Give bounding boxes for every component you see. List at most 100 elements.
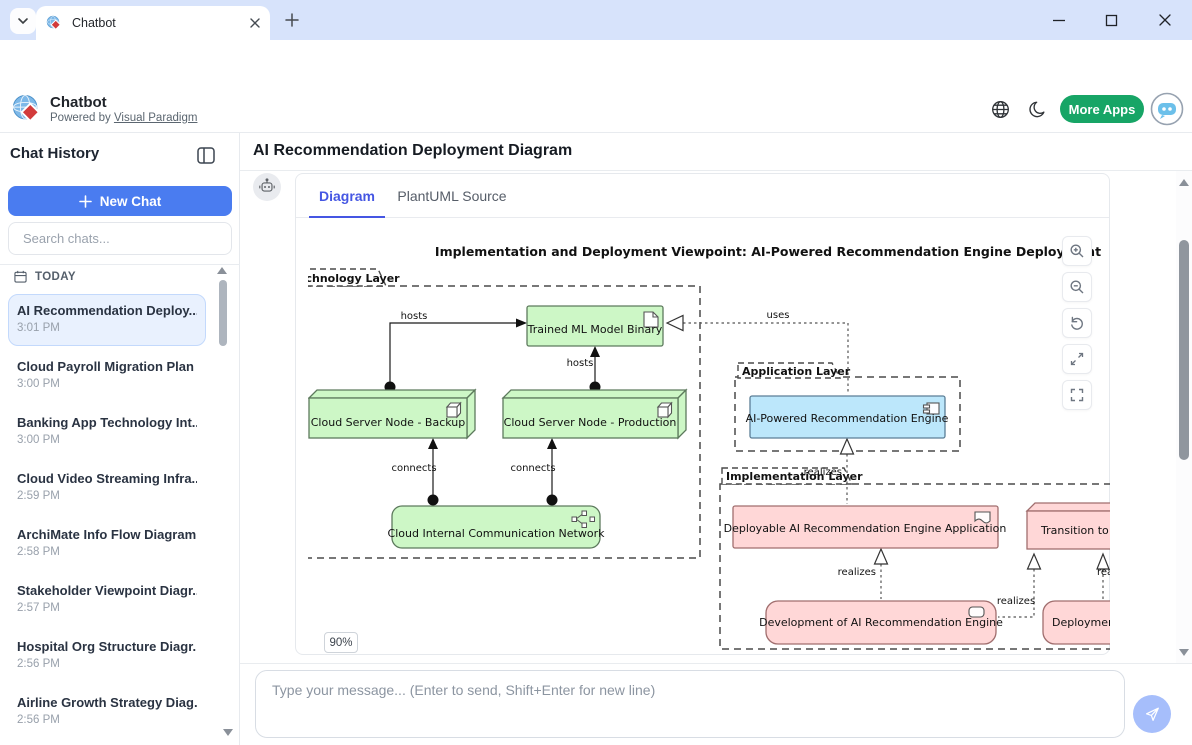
chat-item-title: Banking App Technology Int...	[17, 415, 197, 430]
zoom-out-button[interactable]	[1062, 272, 1092, 302]
chat-item-time: 3:00 PM	[17, 378, 60, 390]
search-chats-box	[8, 222, 232, 255]
node-network[interactable]: Cloud Internal Communication Network	[388, 505, 606, 549]
main-scrollbar[interactable]	[1176, 171, 1192, 663]
diagram-controls	[1062, 236, 1092, 416]
node-label: Cloud Internal Communication Network	[388, 527, 606, 540]
dark-mode-moon-icon[interactable]	[1029, 100, 1047, 118]
chat-item-title: Cloud Video Streaming Infra...	[17, 471, 197, 486]
node-deployable-application[interactable]: Deployable AI Recommendation Engine Appl…	[724, 505, 1007, 549]
new-chat-button[interactable]: New Chat	[8, 186, 232, 216]
chat-item[interactable]: Airline Growth Strategy Diag... 2:56 PM	[8, 686, 206, 738]
visual-paradigm-favicon	[46, 15, 62, 31]
message-input[interactable]	[256, 671, 1124, 737]
send-plane-icon	[1145, 707, 1159, 721]
node-label: Deployable AI Recommendation Engine Appl…	[724, 522, 1007, 535]
today-section: TODAY	[14, 270, 76, 283]
node-server-production[interactable]: Cloud Server Node - Production	[501, 388, 688, 440]
diagram-viewport[interactable]: Implementation and Deployment Viewpoint:…	[308, 218, 1111, 655]
fit-view-button[interactable]	[1062, 344, 1092, 374]
expand-arrows-icon	[1070, 352, 1084, 366]
scroll-down-arrow[interactable]	[1179, 649, 1189, 656]
network-icon	[571, 510, 595, 528]
diagram-tabbar: Diagram PlantUML Source	[296, 174, 1109, 218]
zoom-out-icon	[1070, 280, 1084, 294]
edge-labels: hosts hosts connects connects uses reali…	[391, 310, 1110, 607]
tab-search-button[interactable]	[10, 8, 36, 34]
tab-close-icon[interactable]	[250, 18, 260, 28]
node-recommendation-engine[interactable]: AI-Powered Recommendation Engine	[746, 395, 949, 439]
chat-item-title: Hospital Org Structure Diagr...	[17, 639, 197, 654]
application-layer-label: Application Layer	[742, 365, 851, 378]
browser-tab[interactable]: Chatbot	[36, 6, 270, 40]
edge-label-uses: uses	[767, 310, 790, 321]
sidebar-scrollbar-thumb[interactable]	[219, 280, 227, 346]
diagram-message-card: Diagram PlantUML Source Implementation a…	[295, 173, 1110, 655]
node-transition[interactable]: Transition to A	[1025, 502, 1110, 550]
node-development[interactable]: Development of AI Recommendation Engine	[759, 600, 1003, 645]
implementation-layer-label: Implementation Layer	[726, 470, 863, 483]
new-chat-label: New Chat	[99, 193, 162, 209]
sidebar-scroll-down[interactable]	[223, 729, 233, 736]
chat-item[interactable]: Hospital Org Structure Diagr... 2:56 PM	[8, 630, 206, 682]
node-deployment[interactable]: Deployment	[1042, 600, 1110, 645]
new-tab-button[interactable]	[282, 10, 302, 30]
browser-toolbar: ai-toolbox.visual-paradigm.com/app/chatb…	[0, 40, 1192, 120]
node-label: Trained ML Model Binary	[527, 323, 663, 336]
visual-paradigm-logo	[12, 94, 41, 123]
collapse-panel-icon[interactable]	[197, 147, 215, 164]
chat-item[interactable]: Cloud Payroll Migration Plan 3:00 PM	[8, 350, 206, 402]
chat-item-selected[interactable]: AI Recommendation Deploy... 3:01 PM	[8, 294, 206, 346]
application-layer-group: Application Layer	[734, 362, 961, 452]
chat-item-time: 2:56 PM	[17, 658, 60, 670]
plus-icon	[285, 13, 299, 27]
sidebar-scroll-up[interactable]	[217, 267, 227, 274]
search-input[interactable]	[9, 223, 231, 254]
chat-item[interactable]: Banking App Technology Int... 3:00 PM	[8, 406, 206, 458]
visual-paradigm-link[interactable]: Visual Paradigm	[113, 112, 198, 124]
close-button[interactable]	[1158, 13, 1172, 27]
message-input-bar	[240, 663, 1192, 745]
chat-list: AI Recommendation Deploy... 3:01 PM Clou…	[8, 294, 208, 742]
chat-item-time: 2:56 PM	[17, 714, 60, 726]
deliverable-icon	[974, 511, 991, 524]
scroll-up-arrow[interactable]	[1179, 179, 1189, 186]
language-globe-icon[interactable]	[991, 100, 1010, 119]
tab-title: Chatbot	[72, 16, 116, 30]
node-trained-ml-model[interactable]: Trained ML Model Binary	[526, 305, 664, 347]
fullscreen-icon	[1070, 388, 1084, 402]
send-button[interactable]	[1133, 695, 1171, 733]
powered-by: Powered by Visual Paradigm	[50, 112, 197, 124]
fullscreen-button[interactable]	[1062, 380, 1092, 410]
tab-diagram[interactable]: Diagram	[318, 188, 376, 204]
zoom-in-icon	[1070, 244, 1084, 258]
work-package-icon	[968, 606, 985, 618]
minimize-button[interactable]	[1052, 13, 1066, 27]
node-cube-icon	[445, 401, 462, 419]
assistant-avatar-icon[interactable]	[1150, 92, 1184, 126]
chat-item-title: Airline Growth Strategy Diag...	[17, 695, 197, 710]
window-controls	[1032, 0, 1192, 40]
more-apps-button[interactable]: More Apps	[1060, 95, 1144, 123]
component-icon	[922, 402, 940, 415]
edge-label-realizes-engine: realizes	[804, 467, 842, 478]
chat-item[interactable]: Stakeholder Viewpoint Diagr... 2:57 PM	[8, 574, 206, 626]
reset-view-button[interactable]	[1062, 308, 1092, 338]
node-label: Transition to A	[1040, 524, 1110, 537]
maximize-button[interactable]	[1105, 14, 1118, 27]
chat-item[interactable]: Cloud Video Streaming Infra... 2:59 PM	[8, 462, 206, 514]
tab-plantuml-source[interactable]: PlantUML Source	[397, 188, 507, 204]
node-server-backup[interactable]: Cloud Server Node - Backup	[308, 388, 477, 440]
artifact-icon	[643, 311, 659, 328]
diagram-edges	[384, 314, 1110, 618]
chat-item[interactable]: ArchiMate Info Flow Diagram 2:58 PM	[8, 518, 206, 570]
sidebar-divider	[0, 264, 240, 265]
main-scrollbar-thumb[interactable]	[1179, 240, 1189, 460]
chat-item-title: ArchiMate Info Flow Diagram	[17, 527, 197, 542]
bot-avatar	[253, 173, 281, 201]
node-label: Deployment	[1052, 616, 1110, 629]
conversation-title: AI Recommendation Deployment Diagram	[253, 142, 573, 159]
zoom-in-button[interactable]	[1062, 236, 1092, 266]
edge-label-realizes-clipped: realizes	[1097, 567, 1110, 578]
chat-item-title: Cloud Payroll Migration Plan	[17, 359, 194, 374]
